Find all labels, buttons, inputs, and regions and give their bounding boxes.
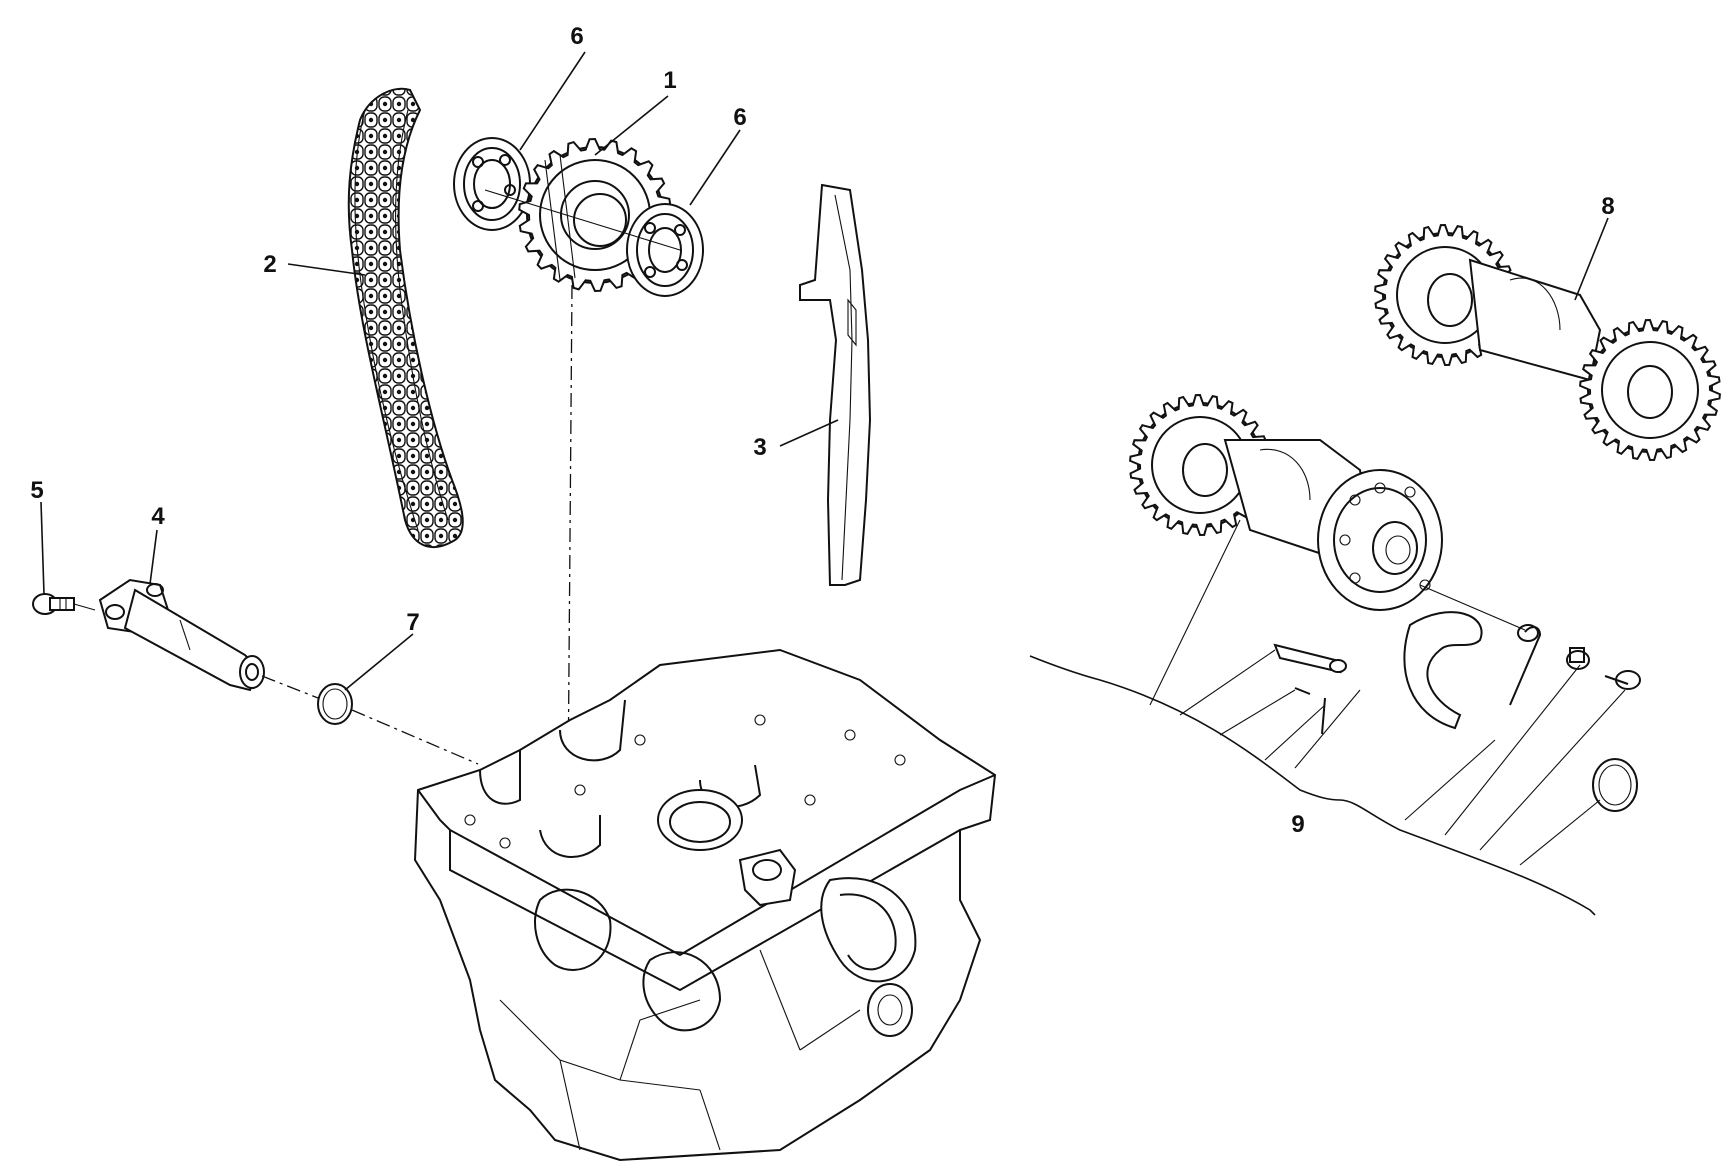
- tensioner-bolt: [32, 593, 75, 615]
- camshaft-lower: [1129, 393, 1443, 611]
- kit-9-leaders: [1149, 519, 1626, 866]
- cylinder-head: [413, 648, 997, 1162]
- gear-teeth: [1579, 318, 1721, 462]
- callout-6-left: 6: [570, 23, 583, 50]
- callout-2: 2: [263, 251, 276, 278]
- camshaft-upper: [1374, 223, 1721, 462]
- chain-tensioner: [98, 578, 265, 692]
- decompressor-kit-parts: [1273, 611, 1641, 812]
- callout-5: 5: [30, 477, 43, 504]
- assembly-line-tensioner: [261, 675, 319, 699]
- kit-9-bracket: [1029, 655, 1596, 916]
- bearing-left: [453, 137, 531, 231]
- callout-7: 7: [406, 609, 419, 636]
- callout-1: 1: [663, 67, 676, 94]
- callout-3: 3: [753, 434, 766, 461]
- bearing-right: [626, 203, 704, 297]
- callout-labels: 6 1 6 2 3 4 5 7 8 9: [30, 23, 1614, 838]
- assembly-line-oring: [351, 709, 479, 765]
- timing-chain: [347, 87, 464, 549]
- callout-6-right: 6: [733, 104, 746, 131]
- callout-9: 9: [1291, 811, 1304, 838]
- callout-leaders: [40, 51, 1609, 691]
- callout-8: 8: [1601, 193, 1614, 220]
- assembly-line-gear: [567, 284, 573, 791]
- o-ring: [317, 683, 353, 725]
- chain-guide: [799, 183, 872, 586]
- gear-teeth: [1129, 393, 1271, 537]
- callout-4: 4: [151, 503, 165, 530]
